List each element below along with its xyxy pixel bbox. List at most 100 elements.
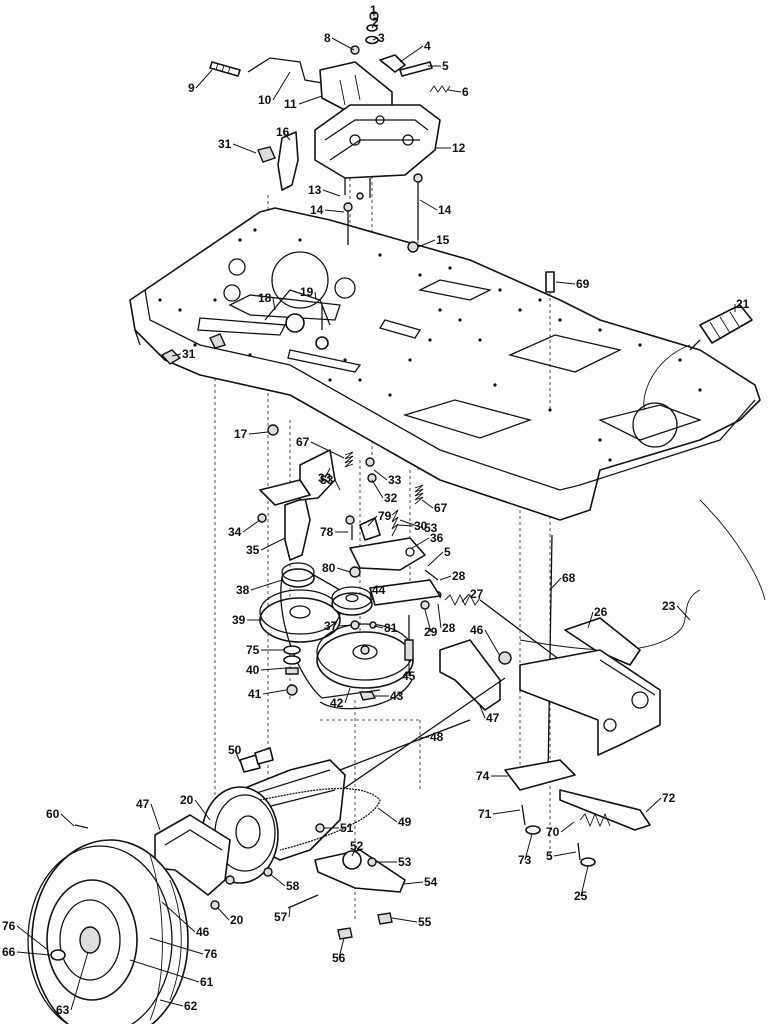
part-label: 46 bbox=[196, 925, 210, 939]
leader-line bbox=[524, 833, 533, 861]
leader-line bbox=[16, 951, 51, 956]
part-label: 5 bbox=[546, 849, 553, 863]
leader-line bbox=[288, 907, 291, 918]
leader-line bbox=[344, 687, 351, 704]
leader-line bbox=[369, 589, 372, 601]
leader-line bbox=[269, 873, 286, 887]
part-label: 58 bbox=[286, 879, 300, 893]
part-label: 78 bbox=[320, 525, 334, 539]
part-label: 53 bbox=[398, 855, 412, 869]
part-label: 74 bbox=[476, 769, 490, 783]
part-label: 81 bbox=[384, 621, 398, 635]
part-label: 28 bbox=[452, 569, 466, 583]
part-label: 44 bbox=[372, 583, 386, 597]
leader-line bbox=[217, 907, 230, 921]
lift-handle-grip bbox=[689, 304, 753, 351]
leader-line bbox=[555, 281, 576, 285]
leader-line bbox=[419, 199, 438, 211]
part-label: 60 bbox=[46, 807, 60, 821]
leader-line bbox=[399, 519, 424, 529]
leader-line bbox=[373, 469, 388, 481]
part-label: 32 bbox=[384, 491, 398, 505]
part-label: 31 bbox=[218, 137, 232, 151]
leader-line bbox=[676, 605, 691, 621]
part-label: 42 bbox=[330, 696, 344, 710]
leader-line bbox=[159, 999, 184, 1007]
part-label: 67 bbox=[296, 435, 310, 449]
leader-line bbox=[282, 131, 291, 141]
leader-line bbox=[194, 799, 211, 821]
part-label: 47 bbox=[136, 797, 150, 811]
transaxle-assembly bbox=[201, 719, 471, 940]
part-label: 70 bbox=[546, 825, 560, 839]
leader-line bbox=[248, 431, 269, 435]
part-label: 1 bbox=[370, 3, 377, 17]
leader-line bbox=[580, 865, 589, 897]
leader-line bbox=[397, 524, 414, 527]
leader-line bbox=[367, 515, 378, 527]
part-label: 40 bbox=[246, 663, 260, 677]
part-label: 14 bbox=[310, 203, 324, 217]
wheel-assembly bbox=[27, 814, 231, 1024]
part-label: 73 bbox=[518, 853, 532, 867]
part-label: 72 bbox=[662, 791, 676, 805]
part-label: 6 bbox=[462, 85, 469, 99]
leader-line bbox=[371, 21, 376, 29]
part-label: 19 bbox=[300, 285, 314, 299]
part-label: 38 bbox=[236, 583, 250, 597]
part-label: 46 bbox=[470, 623, 484, 637]
part-label: 71 bbox=[478, 807, 492, 821]
part-label: 79 bbox=[378, 509, 392, 523]
part-label: 29 bbox=[424, 625, 438, 639]
leader-line bbox=[324, 209, 345, 213]
leader-line bbox=[549, 577, 562, 591]
part-label: 55 bbox=[418, 915, 432, 929]
part-label: 61 bbox=[200, 975, 214, 989]
leader-line bbox=[411, 537, 430, 549]
part-label: 43 bbox=[390, 689, 404, 703]
leader-line bbox=[149, 937, 204, 955]
leader-line bbox=[262, 689, 287, 695]
part-label: 26 bbox=[594, 605, 608, 619]
part-label: 48 bbox=[430, 730, 444, 744]
part-label: 31 bbox=[182, 347, 196, 361]
leader-line bbox=[324, 467, 331, 479]
part-label: 3 bbox=[378, 31, 385, 45]
part-label: 4 bbox=[424, 39, 431, 53]
leader-line bbox=[373, 625, 384, 629]
leader-line bbox=[234, 749, 241, 763]
frame-nut-inner bbox=[209, 333, 226, 349]
part-label: 57 bbox=[274, 910, 288, 924]
leader-line bbox=[377, 807, 398, 823]
leader-line bbox=[336, 567, 351, 573]
part-label: 53 bbox=[424, 521, 438, 535]
leader-line bbox=[260, 537, 286, 551]
leader-line bbox=[417, 239, 436, 248]
part-label: 36 bbox=[430, 531, 444, 545]
leader-line bbox=[129, 959, 200, 983]
part-label: 18 bbox=[258, 291, 272, 305]
leader-line bbox=[334, 479, 341, 491]
part-label: 51 bbox=[340, 821, 354, 835]
part-label: 2 bbox=[372, 15, 379, 29]
leader-line bbox=[479, 705, 486, 719]
leader-line bbox=[314, 291, 317, 301]
leader-line bbox=[338, 937, 345, 959]
leader-line bbox=[421, 499, 434, 509]
leader-line bbox=[419, 736, 430, 739]
leader-line bbox=[16, 925, 49, 951]
leader-line bbox=[645, 797, 662, 813]
leader-line bbox=[232, 143, 257, 154]
part-label: 15 bbox=[436, 233, 450, 247]
part-label: 63 bbox=[56, 1003, 70, 1017]
part-label: 52 bbox=[350, 839, 364, 853]
pulley-belt-group bbox=[259, 562, 414, 710]
leader-line bbox=[560, 821, 575, 833]
leader-line bbox=[461, 593, 470, 603]
part-label: 66 bbox=[2, 945, 16, 959]
leader-line bbox=[484, 629, 501, 657]
leader-lines bbox=[16, 9, 736, 1011]
